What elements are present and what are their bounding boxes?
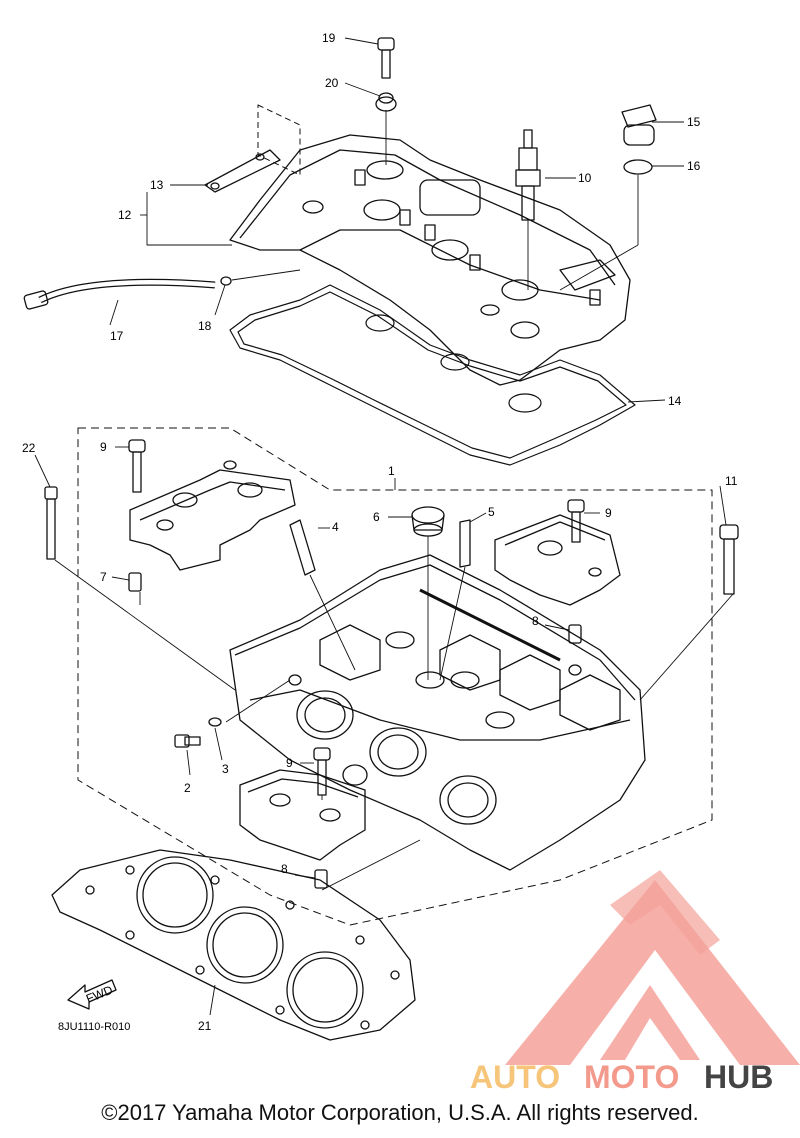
callout-4: 4 [332,520,339,534]
callout-19: 19 [322,31,336,45]
drawing-code: 8JU1110-R010 [58,1021,130,1033]
copyright-notice: ©2017 Yamaha Motor Corporation, U.S.A. A… [101,1100,699,1125]
fwd-label: FWD [84,983,115,1006]
spark-plug [515,129,541,221]
watermark-hub: HUB [704,1059,773,1095]
callout-20: 20 [325,76,339,90]
callout-11: 11 [725,474,738,488]
watermark-auto: AUTO [470,1059,560,1095]
callout-13: 13 [150,178,164,192]
callout-9-lower: 9 [286,756,293,770]
callout-9-left: 9 [100,440,107,454]
cover-gasket [229,284,636,466]
camshaft-cap-right [494,514,621,606]
callout-22: 22 [22,441,36,455]
callout-8-upper: 8 [532,614,539,628]
callout-10: 10 [578,171,592,185]
cover-outline [257,104,301,176]
callout-16: 16 [687,159,701,173]
bolt-2 [174,734,201,748]
bolt-22 [44,486,58,560]
fwd-arrow [67,979,117,1010]
callout-labels: 1 2 3 4 5 6 7 8 8 9 9 9 10 11 12 13 14 1… [22,31,738,1033]
washer-3 [208,717,222,727]
dowel-8-upper [568,624,582,644]
dowel-7 [128,572,142,592]
callout-5: 5 [488,505,495,519]
callout-12: 12 [118,208,132,222]
callout-9-right: 9 [605,506,612,520]
callout-1: 1 [388,464,395,478]
callout-14: 14 [668,394,682,408]
pipe-4 [289,519,316,576]
bolt-19 [377,37,395,79]
cylinder-head-cover [229,134,631,386]
watermark-moto: MOTO [584,1059,679,1095]
breather-hose [23,276,232,310]
callout-3: 3 [222,762,229,776]
callout-18: 18 [198,319,212,333]
callout-17: 17 [110,329,124,343]
bolt-9-left [128,439,146,493]
leader-lines [34,37,734,1016]
callout-7: 7 [100,570,107,584]
bolt-9-lower [313,747,331,796]
pipe-5 [459,519,471,568]
cylinder-head [229,554,646,871]
assembly-outline [77,427,713,926]
camshaft-cap-lower [239,769,366,861]
automotohub-logo: AUTO MOTO HUB [470,870,800,1095]
bolt-9-right [567,499,585,543]
bracket-13 [204,149,281,193]
callout-15: 15 [687,115,701,129]
callout-6: 6 [373,510,380,524]
callout-8-lower: 8 [281,862,288,876]
camshaft-cap-left [129,460,296,571]
bolt-11 [719,524,739,595]
head-gasket [51,849,416,1041]
oil-filler-cap [621,104,657,175]
callout-2: 2 [184,781,191,795]
plug-6 [411,506,445,537]
callout-21: 21 [198,1019,212,1033]
